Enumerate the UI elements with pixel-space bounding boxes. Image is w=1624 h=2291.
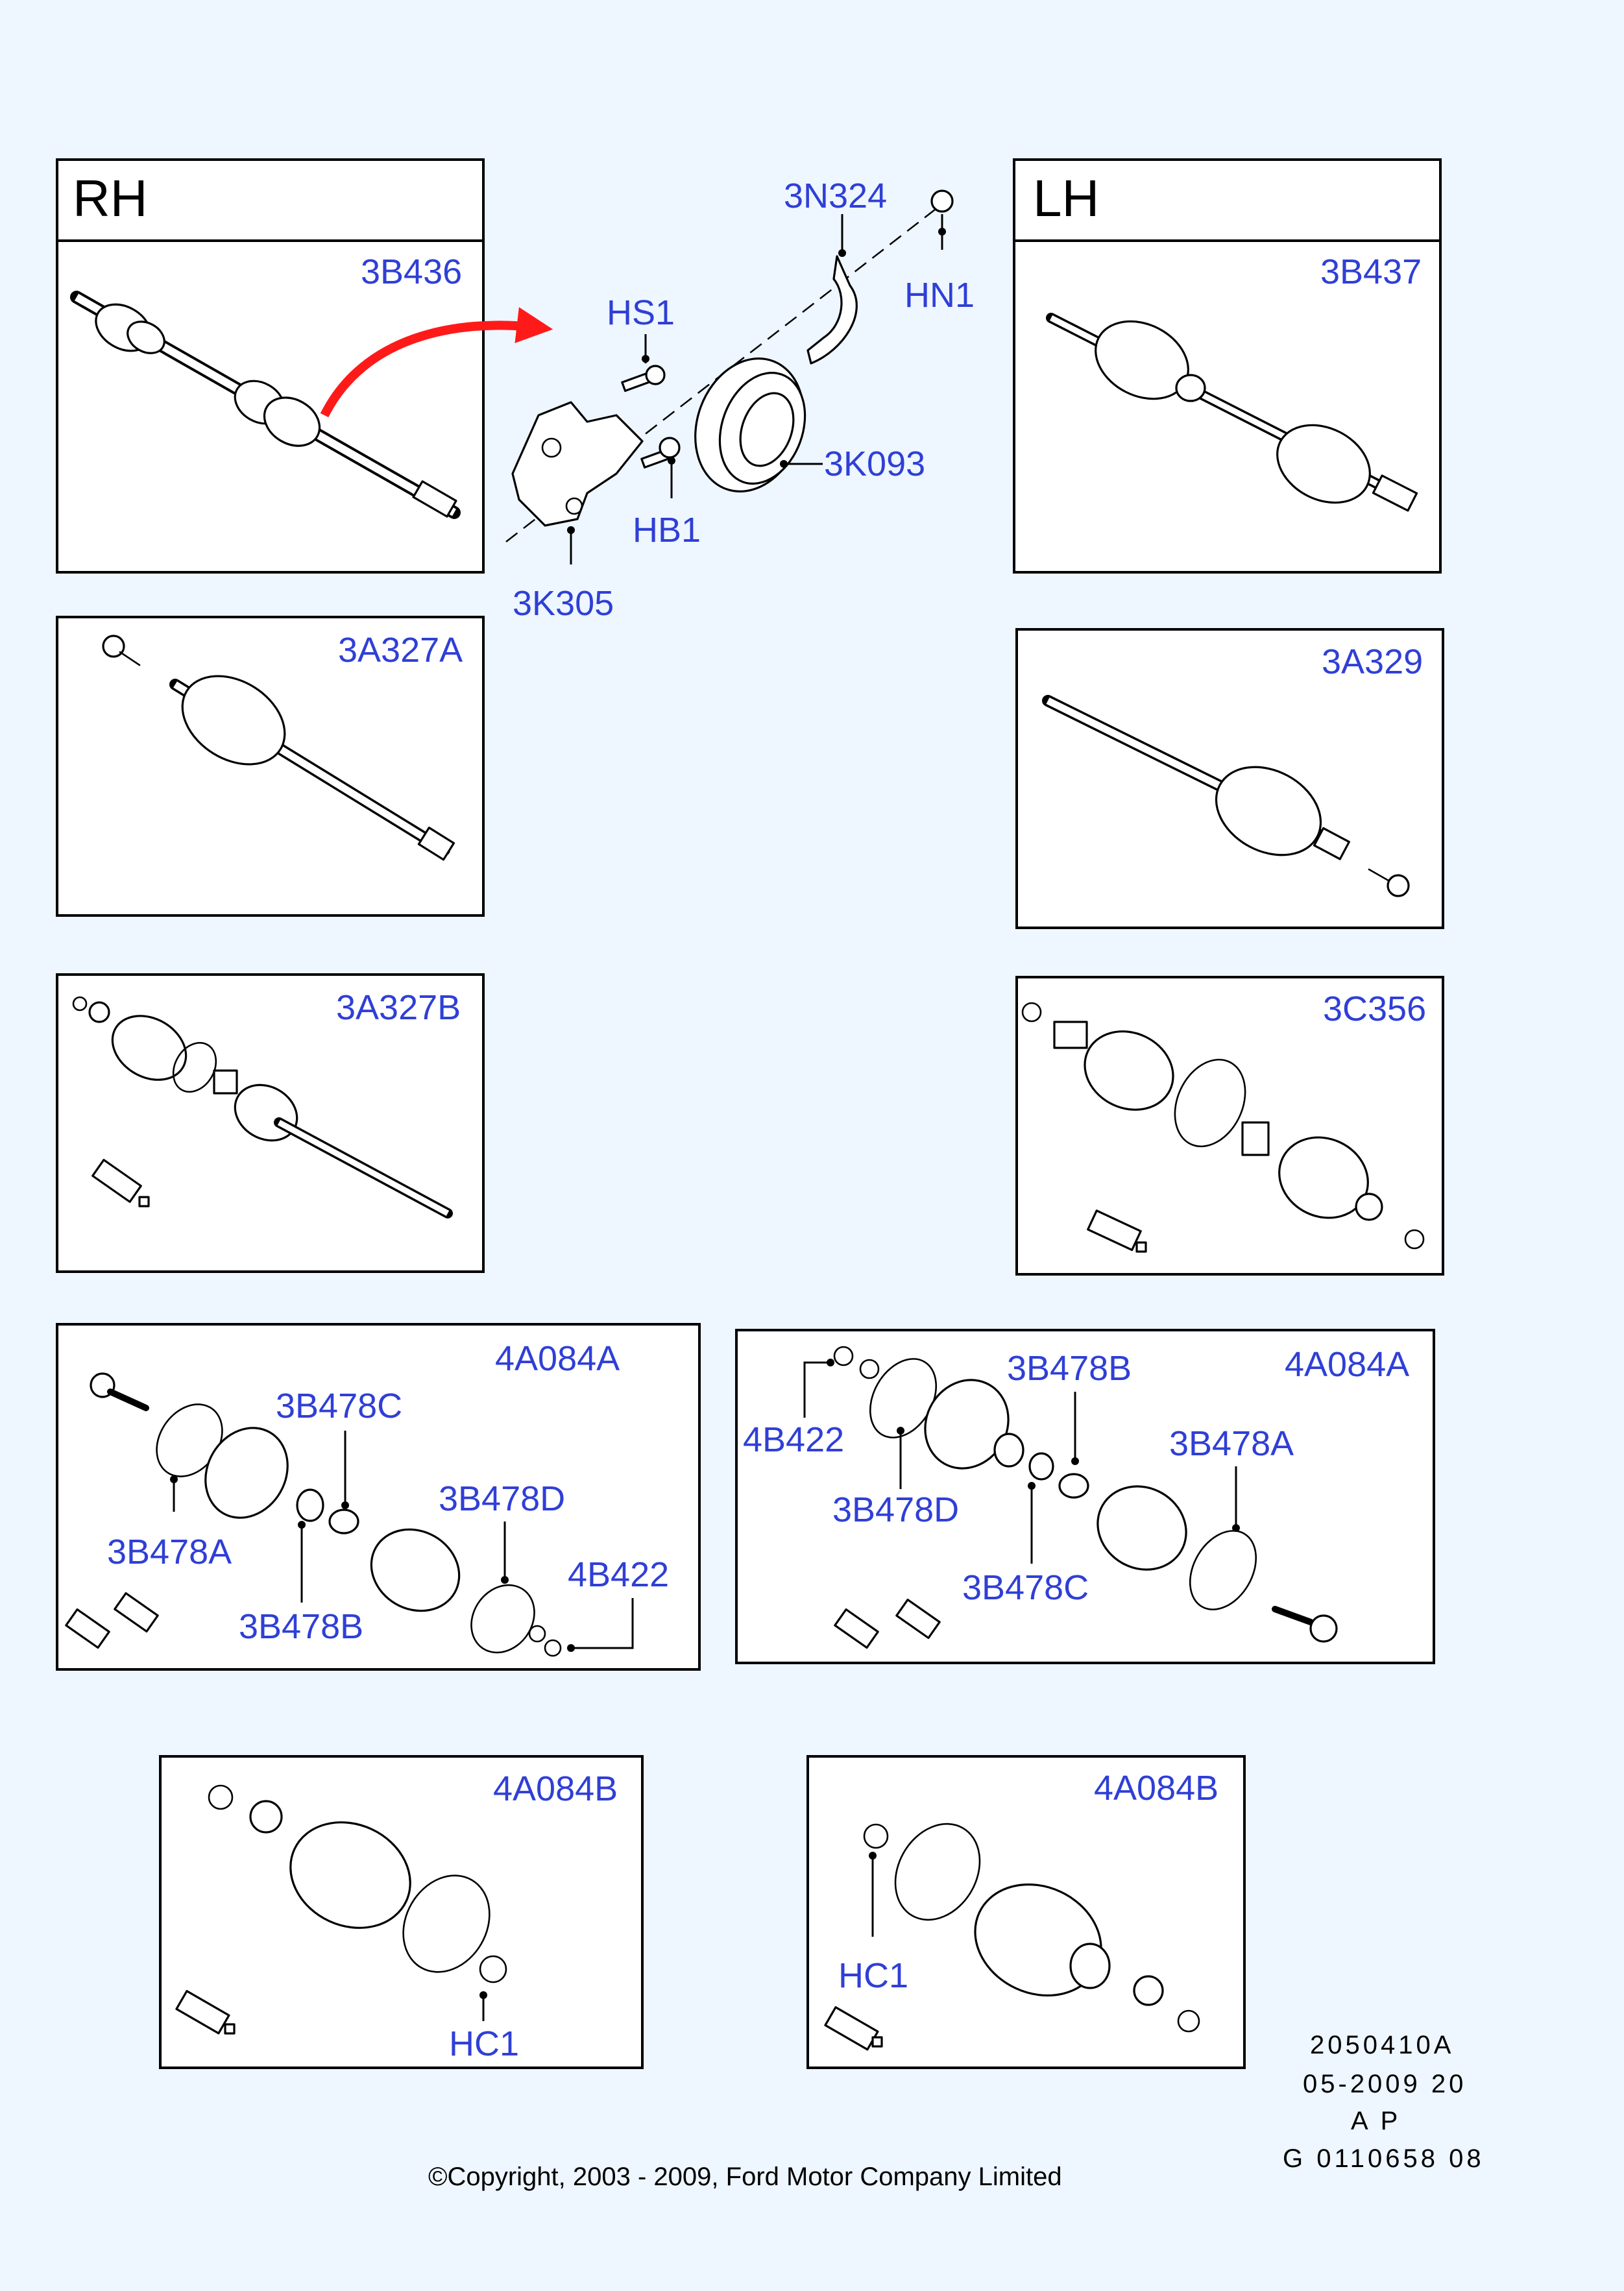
panel-3A329: 3A329	[1015, 628, 1444, 929]
panel-rh-shaft: RH 3B436	[56, 158, 553, 574]
label-4A084A-right: 4A084A	[1285, 1345, 1409, 1384]
label-HC1-right: HC1	[838, 1956, 908, 1995]
rh-header: RH	[73, 169, 148, 227]
drive-shaft-lh	[1046, 313, 1418, 512]
label-4A084B-left: 4A084B	[493, 1769, 618, 1808]
label-3A327A: 3A327A	[338, 631, 463, 670]
panel-4A084A-right: 4A084A 3B478B 4B422 3B478A 3B478D 3B478C	[735, 1329, 1435, 1664]
copyright-notice: ©Copyright, 2003 - 2009, Ford Motor Comp…	[428, 2163, 1062, 2191]
panel-4A084A-left: 4A084A 3B478A 3B478C 3B478D 3B478B 4B422	[56, 1323, 701, 1671]
label-3B478B-left: 3B478B	[239, 1607, 363, 1646]
footer-code-3: A P	[1351, 2107, 1401, 2135]
bearing-3k093	[694, 358, 806, 492]
label-3K305: 3K305	[513, 584, 614, 623]
label-3A327B: 3A327B	[336, 988, 461, 1027]
footer-code-2: 05-2009 20	[1303, 2070, 1466, 2098]
panel-3A327A: 3A327A	[56, 616, 485, 917]
label-HB1: HB1	[633, 511, 701, 550]
panel-3A327B: 3A327B	[56, 973, 485, 1273]
label-3N324: 3N324	[784, 176, 887, 215]
label-3K093: 3K093	[824, 444, 925, 483]
label-3B478D-left: 3B478D	[439, 1479, 565, 1518]
lh-header: LH	[1033, 169, 1099, 227]
panel-4A084B-right: 4A084B HC1	[806, 1755, 1246, 2069]
label-HN1: HN1	[904, 276, 975, 315]
bearing-clamp	[806, 255, 858, 365]
label-3C356: 3C356	[1323, 989, 1426, 1028]
stud-hs1	[621, 365, 666, 393]
label-3B478B-right: 3B478B	[1007, 1349, 1132, 1388]
label-4A084B-right: 4A084B	[1094, 1769, 1218, 1808]
panel-4A084B-left: 4A084B HC1	[159, 1755, 644, 2069]
label-HS1: HS1	[607, 293, 675, 332]
nut-hn1	[930, 189, 954, 213]
footer-code-4: G 0110658 08	[1283, 2144, 1485, 2173]
footer: 2050410A 05-2009 20 A P G 0110658 08 ©Co…	[428, 2031, 1485, 2191]
label-HC1-left: HC1	[449, 2024, 519, 2063]
label-3B478A-right: 3B478A	[1169, 1424, 1294, 1463]
label-3B478C-left: 3B478C	[276, 1387, 402, 1425]
bracket-3k305	[511, 401, 644, 527]
label-3A329: 3A329	[1322, 642, 1423, 681]
label-4A084A-left: 4A084A	[495, 1339, 620, 1378]
label-3B436: 3B436	[361, 252, 462, 291]
panel-lh-shaft: LH 3B437	[1013, 158, 1442, 574]
bolt-hb1	[640, 437, 681, 469]
label-3B478C-right: 3B478C	[962, 1568, 1089, 1607]
label-4B422-left: 4B422	[568, 1555, 669, 1594]
centre-bearing-assembly: 3N324 HN1 HS1 3K093 HB1	[505, 176, 975, 623]
footer-code-1: 2050410A	[1310, 2031, 1454, 2059]
label-3B478D-right: 3B478D	[832, 1490, 959, 1529]
label-4B422-right: 4B422	[743, 1420, 844, 1459]
panel-3C356: 3C356	[1015, 976, 1444, 1276]
label-3B437: 3B437	[1320, 252, 1422, 291]
drive-shaft-rh	[70, 291, 461, 519]
label-3B478A-left: 3B478A	[107, 1533, 232, 1571]
transfer-arrow	[320, 307, 553, 418]
